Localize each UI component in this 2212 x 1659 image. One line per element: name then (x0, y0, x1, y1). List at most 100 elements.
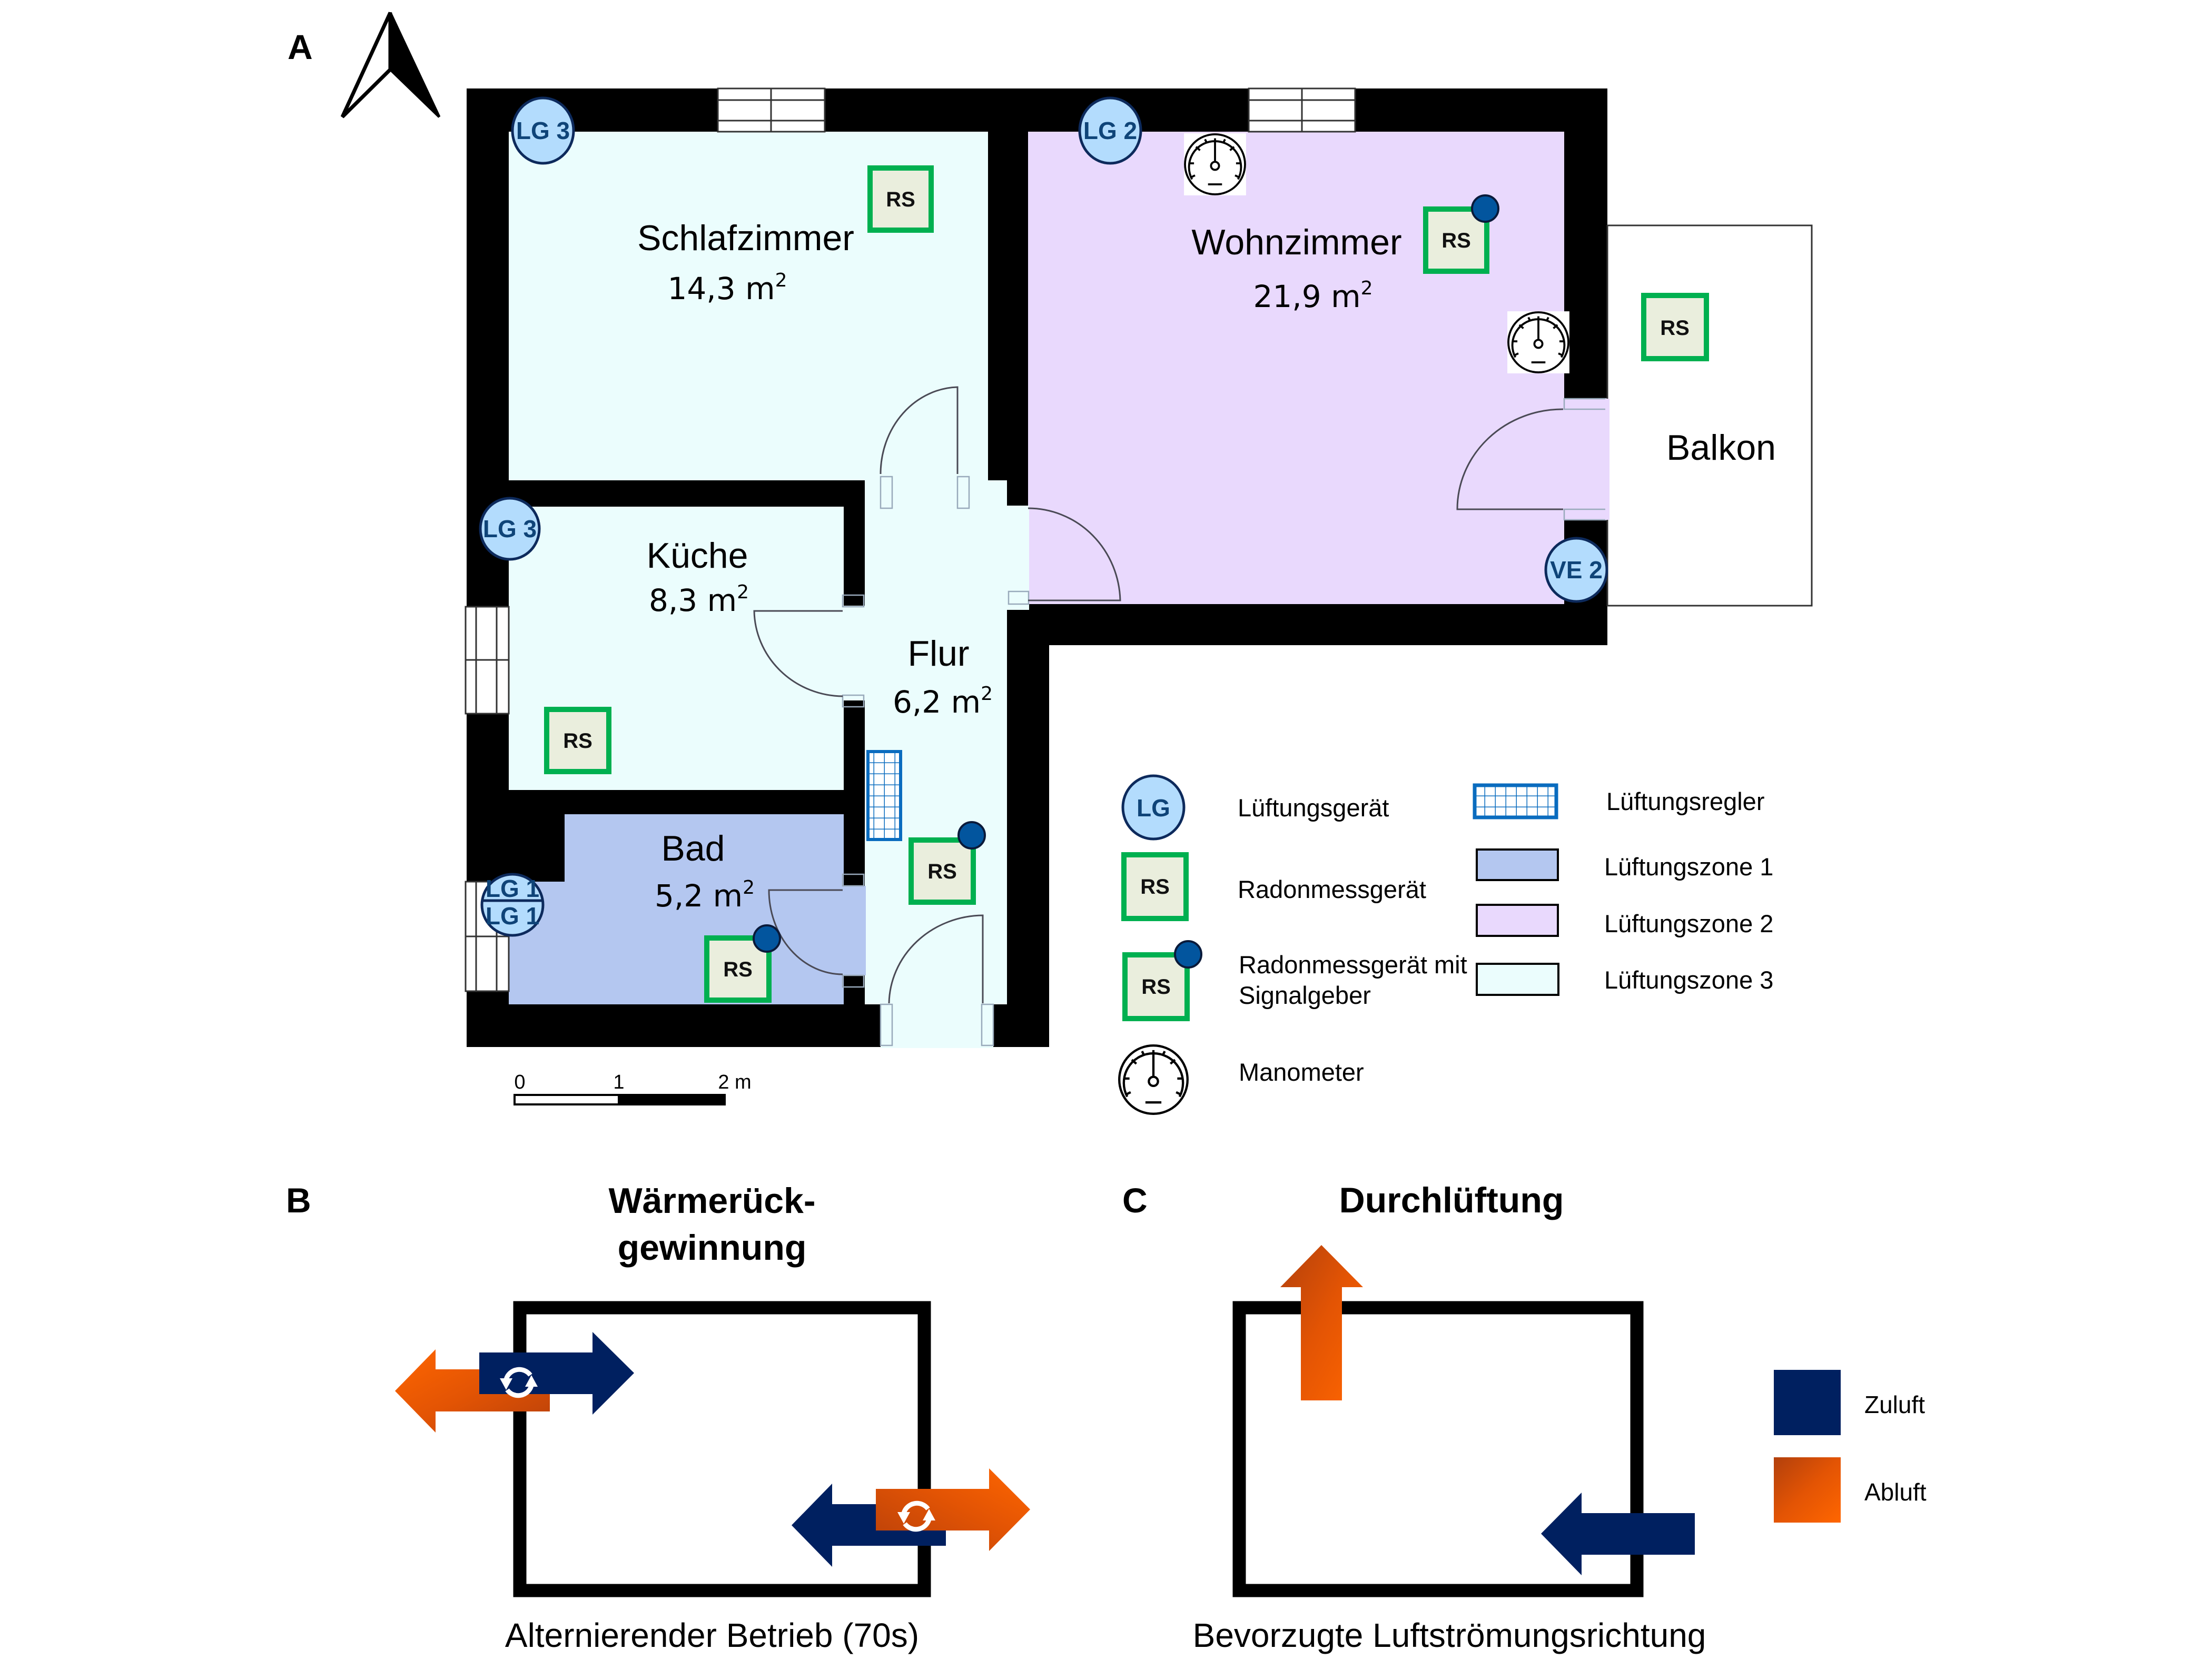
svg-text:LG 1: LG 1 (486, 902, 539, 930)
legend-item-zone2: Lüftungszone 2 (1476, 904, 1773, 937)
lg-device-kueche[interactable]: LG 3 (479, 497, 541, 561)
north-arrow-icon (340, 12, 441, 118)
room-label-balkon: Balkon (1666, 428, 1776, 468)
svg-text:Lüftungszone 2: Lüftungszone 2 (1604, 910, 1773, 937)
svg-text:RS: RS (1141, 975, 1171, 999)
svg-text:RS: RS (1441, 229, 1471, 252)
abluft-arrow-up-icon (1280, 1245, 1363, 1400)
zone2-swatch (1476, 904, 1559, 937)
svg-text:Manometer: Manometer (1239, 1058, 1364, 1086)
rs-legend-icon (1121, 852, 1189, 921)
room-label-kueche: Küche (647, 536, 748, 576)
panel-c-title: Durchlüftung (1339, 1180, 1564, 1220)
flur-to-wohnzimmer-passage (974, 506, 1029, 610)
zone3-swatch (1476, 963, 1559, 996)
door-opening-schlafzimmer (881, 474, 969, 511)
lg-device-wohnzimmer[interactable]: LG 2 (1078, 96, 1142, 165)
room-area-kueche: 8,3 m2 (649, 581, 749, 618)
svg-text:LG 2: LG 2 (1083, 117, 1137, 144)
manometer-icon[interactable] (1506, 310, 1571, 374)
ve-device-wohnzimmer[interactable]: VE 2 (1544, 537, 1608, 603)
door-arc-bad (768, 889, 843, 975)
svg-text:Radonmessgerät mit: Radonmessgerät mit (1239, 951, 1467, 979)
legend-item-zone1: Lüftungszone 1 (1476, 848, 1773, 881)
room-label-bad: Bad (661, 828, 725, 868)
panel-c: C Durchlüftung Zuluft Abluft Bevorzugte … (1122, 1180, 1927, 1654)
room-area-wohnzimmer: 21,9 m2 (1253, 278, 1373, 314)
zone1-swatch (1476, 848, 1559, 881)
manometer-icon[interactable] (1183, 132, 1247, 196)
door-arc-wohnzimmer (1028, 507, 1121, 601)
svg-text:LG: LG (1137, 794, 1170, 822)
panel-c-caption: Bevorzugte Luftströmungsrichtung (1193, 1616, 1706, 1654)
svg-text:RS: RS (1140, 875, 1170, 898)
rs-device-kueche[interactable]: RS (544, 707, 611, 774)
panel-b-caption: Alternierender Betrieb (70s) (505, 1616, 919, 1654)
svg-text:Signalgeber: Signalgeber (1239, 981, 1371, 1009)
room-label-wohnzimmer: Wohnzimmer (1191, 222, 1401, 262)
door-opening-balkon (1563, 399, 1607, 520)
lueftungsregler-icon[interactable] (866, 750, 902, 841)
room-area-flur: 6,2 m2 (893, 683, 993, 720)
floor-plan: Schlafzimmer 14,3 m2 Wohnzimmer 21,9 m2 … (465, 87, 1813, 1048)
legend-item-rs-signal: RS Radonmessgerät mit Signalgeber (1122, 940, 1467, 1021)
door-opening-bad (843, 886, 866, 975)
door-opening-kueche (843, 606, 866, 700)
rs-device-flur[interactable]: RS (908, 821, 986, 905)
flow-legend: Zuluft Abluft (1774, 1370, 1927, 1523)
panel-letter-c: C (1122, 1181, 1148, 1220)
signal-dot-icon (1471, 194, 1499, 223)
panel-letter-b: B (286, 1181, 311, 1220)
regler-legend-icon (1473, 783, 1558, 819)
panel-b-title-line2: gewinnung (618, 1228, 807, 1268)
svg-text:LG 1: LG 1 (486, 875, 539, 902)
door-arc-kueche (753, 610, 843, 697)
door-arc-entrance (888, 914, 984, 1004)
rs-device-balkon[interactable]: RS (1641, 293, 1709, 361)
legend-item-lg: LG Lüftungsgerät (1121, 774, 1389, 841)
room-schematic-b (513, 1301, 931, 1597)
lg-device-bad-double[interactable]: LG 1 LG 1 (480, 873, 545, 937)
room-area-schlafzimmer: 14,3 m2 (668, 270, 787, 307)
door-frames (842, 398, 1607, 1046)
scale-bar: 0 1 2 m (514, 1071, 752, 1105)
lg-device-schlafzimmer[interactable]: LG 3 (511, 96, 575, 165)
room-schematic-c (1232, 1301, 1644, 1597)
legend-item-zone3: Lüftungszone 3 (1476, 963, 1773, 996)
balkon-door-sill (1605, 399, 1609, 520)
svg-text:RS: RS (927, 860, 957, 883)
svg-text:RS: RS (1660, 317, 1690, 340)
door-arc-schlafzimmer (880, 386, 959, 475)
signal-dot-icon (957, 821, 986, 850)
svg-text:RS: RS (886, 188, 915, 211)
svg-text:2 m: 2 m (718, 1071, 751, 1093)
window-schlafzimmer (717, 87, 826, 133)
svg-text:Lüftungszone 1: Lüftungszone 1 (1604, 853, 1773, 881)
rs-device-bad[interactable]: RS (704, 924, 781, 1003)
lg-legend-icon (1121, 774, 1186, 841)
abluft-label: Abluft (1864, 1478, 1927, 1506)
zuluft-swatch (1774, 1370, 1841, 1435)
svg-text:Lüftungsgerät: Lüftungsgerät (1238, 794, 1389, 822)
svg-text:LG 3: LG 3 (516, 117, 570, 144)
svg-text:1: 1 (613, 1071, 624, 1093)
panel-b: B Wärmerück- gewinnung Alternierender Be… (286, 1181, 1030, 1654)
svg-text:LG 3: LG 3 (483, 515, 537, 542)
rs-signal-legend-icon (1122, 952, 1190, 1021)
window-kueche (465, 606, 510, 715)
svg-text:Lüftungszone 3: Lüftungszone 3 (1604, 966, 1773, 994)
signal-dot-icon (1174, 940, 1202, 969)
manometer-legend-icon (1118, 1044, 1189, 1115)
window-wohnzimmer (1248, 87, 1356, 133)
legend: LG Lüftungsgerät RS Radonmessgerät RS Ra… (1118, 774, 1773, 1115)
svg-text:Radonmessgerät: Radonmessgerät (1238, 875, 1426, 903)
svg-text:VE 2: VE 2 (1550, 556, 1603, 584)
panel-letter-a: A (288, 27, 313, 66)
rs-device-schlafzimmer[interactable]: RS (867, 165, 934, 233)
abluft-swatch (1774, 1457, 1841, 1523)
room-balkon[interactable] (1606, 224, 1813, 607)
room-label-schlafzimmer: Schlafzimmer (637, 218, 854, 258)
svg-text:RS: RS (563, 729, 592, 753)
rs-device-wohnzimmer[interactable]: RS (1423, 194, 1499, 274)
legend-item-manometer: Manometer (1118, 1044, 1364, 1115)
